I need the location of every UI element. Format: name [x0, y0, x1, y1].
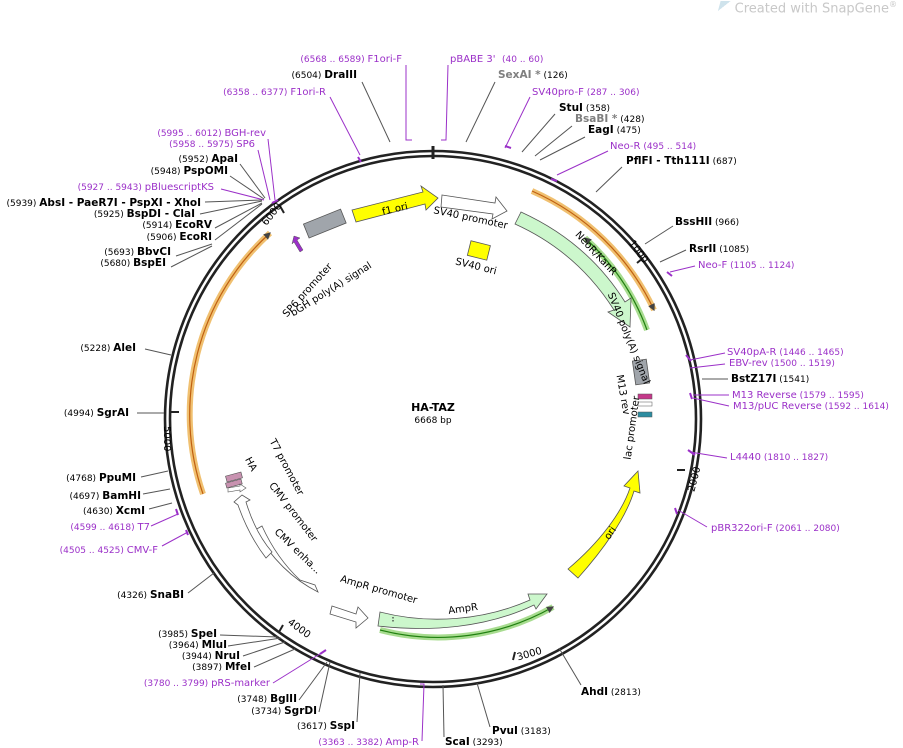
label-sv40pro-f: SV40pro-F (287 .. 306): [532, 87, 640, 98]
label-bamhi: (4697) BamHI: [69, 490, 141, 502]
connector-lines: [137, 64, 730, 742]
label-l4440: L4440 (1810 .. 1827): [730, 452, 828, 463]
label-ebv-rev: EBV-rev (1500 .. 1519): [729, 358, 835, 369]
label-apai: (5952) ApaI: [179, 153, 238, 165]
feature-labels: (6568 .. 6589) F1ori-F pBABE 3' (40 .. 60)…: [6, 54, 888, 748]
label-stui: StuI (358): [559, 102, 610, 114]
label-neo-f: Neo-F (1105 .. 1124): [698, 260, 794, 271]
label-rsrii: RsrII (1085): [689, 243, 749, 255]
label-nrui: (3944) NruI: [182, 650, 240, 662]
label-snabi: (4326) SnaBI: [117, 589, 184, 601]
label-f1ori-r: (6358 .. 6377) F1ori-R: [223, 87, 326, 98]
label-bsshii: BssHII (966): [675, 216, 739, 228]
label-cmv-f: (4505 .. 4525) CMV-F: [60, 545, 159, 556]
tick-marks: 1000 2000 3000 4000 5000 6000: [161, 201, 703, 663]
label-pflfi-tth111i: PflFI - Tth111I (687): [626, 155, 737, 167]
label-bstz17i: BstZ17I (1541): [731, 373, 809, 385]
label-f1ori-f: (6568 .. 6589) F1ori-F: [300, 54, 402, 65]
label-spei: (3985) SpeI: [158, 628, 217, 640]
label-bsabi-: BsaBI * (428): [575, 113, 644, 125]
svg-text:HA: HA: [242, 456, 259, 474]
label-amp-r: (3363 .. 3382) Amp-R: [318, 737, 419, 748]
label-sp6: (5958 .. 5975) SP6: [169, 139, 255, 150]
label-mfei: (3897) MfeI: [192, 661, 251, 673]
feature-t7-promoter[interactable]: T7 promoter: [227, 437, 306, 499]
snapgene-watermark: Created with SnapGene®: [717, 0, 897, 16]
label-alei: (5228) AleI: [80, 342, 136, 354]
label-neo-r: Neo-R (495 .. 514): [610, 141, 696, 152]
feature-ha-tag[interactable]: HA: [225, 456, 259, 489]
svg-text:SV40 ori: SV40 ori: [454, 256, 498, 277]
svg-text:AmpR promoter: AmpR promoter: [339, 574, 419, 607]
svg-text:AmpR: AmpR: [448, 602, 479, 617]
label-ahdi: AhdI (2813): [581, 686, 641, 698]
label-pbr322ori-f: pBR322ori-F (2061 .. 2080): [711, 523, 840, 534]
label-t7: (4599 .. 4618) T7: [70, 522, 150, 533]
plasmid-length: 6668 bp: [414, 416, 451, 426]
feature-f1-ori[interactable]: f1 ori: [351, 184, 439, 223]
label-sv40pa-r: SV40pA-R (1446 .. 1465): [727, 347, 844, 358]
label-xcmi: (4630) XcmI: [83, 505, 145, 517]
label-bbvci: (5693) BbvCI: [104, 246, 171, 258]
backbone: [163, 146, 703, 689]
label-absi-paer7i-pspxi-xhoi: (5939) AbsI - PaeR7I - PspXI - XhoI: [6, 197, 201, 209]
label-pspomi: (5948) PspOMI: [151, 165, 228, 177]
label-bglii: (3748) BglII: [237, 693, 297, 705]
label-eagi: EagI (475): [588, 124, 641, 136]
plasmid-name: HA-TAZ: [411, 401, 455, 414]
label-ecori: (5906) EcoRI: [147, 231, 212, 243]
tick-label-6000: 6000: [260, 201, 284, 228]
feature-cmv-promoter[interactable]: CMV promoter: [233, 481, 320, 559]
label-bgh-rev: (5995 .. 6012) BGH-rev: [157, 128, 266, 139]
label-draiii: (6504) DraIII: [291, 69, 357, 81]
orf-arcs: [186, 188, 657, 641]
label-sgrdi: (3734) SgrDI: [251, 705, 317, 717]
tick-label-2000: 2000: [686, 466, 703, 493]
label-sexai-: SexAI * (126): [498, 69, 568, 81]
feature-ori[interactable]: ori: [567, 470, 641, 579]
label-m13-reverse: M13 Reverse (1579 .. 1595): [732, 390, 864, 401]
label-m13-puc-reverse: M13/pUC Reverse (1592 .. 1614): [733, 401, 889, 412]
label-bspei: (5680) BspEI: [100, 257, 166, 269]
tick-label-5000: 5000: [161, 426, 172, 451]
primer-marks: [175, 145, 696, 655]
label-pbabe-3-: pBABE 3': [450, 54, 496, 65]
label-scai: ScaI (3293): [445, 736, 503, 748]
label-pbluescriptks: (5927 .. 5943) pBluescriptKS: [78, 182, 214, 193]
label-pvui: PvuI (3183): [492, 725, 551, 737]
feature-sv40-promoter[interactable]: SV40 promoter: [432, 194, 509, 232]
label-sgrai: (4994) SgrAI: [64, 407, 129, 419]
label-sspi: (3617) SspI: [297, 720, 355, 732]
label-prs-marker: (3780 .. 3799) pRS-marker: [144, 678, 271, 689]
label-ppumi: (4768) PpuMI: [66, 472, 136, 484]
tick-label-4000: 4000: [285, 617, 312, 641]
label-ecorv: (5914) EcoRV: [142, 219, 213, 231]
feature-ampr[interactable]: AmpR: [377, 593, 548, 629]
feature-sv40-ori[interactable]: SV40 ori: [454, 240, 498, 278]
label-pos: (40 .. 60): [502, 55, 543, 65]
label-bspdi-clai: (5925) BspDI - ClaI: [94, 208, 195, 220]
label-mlui: (3964) MluI: [169, 639, 227, 651]
